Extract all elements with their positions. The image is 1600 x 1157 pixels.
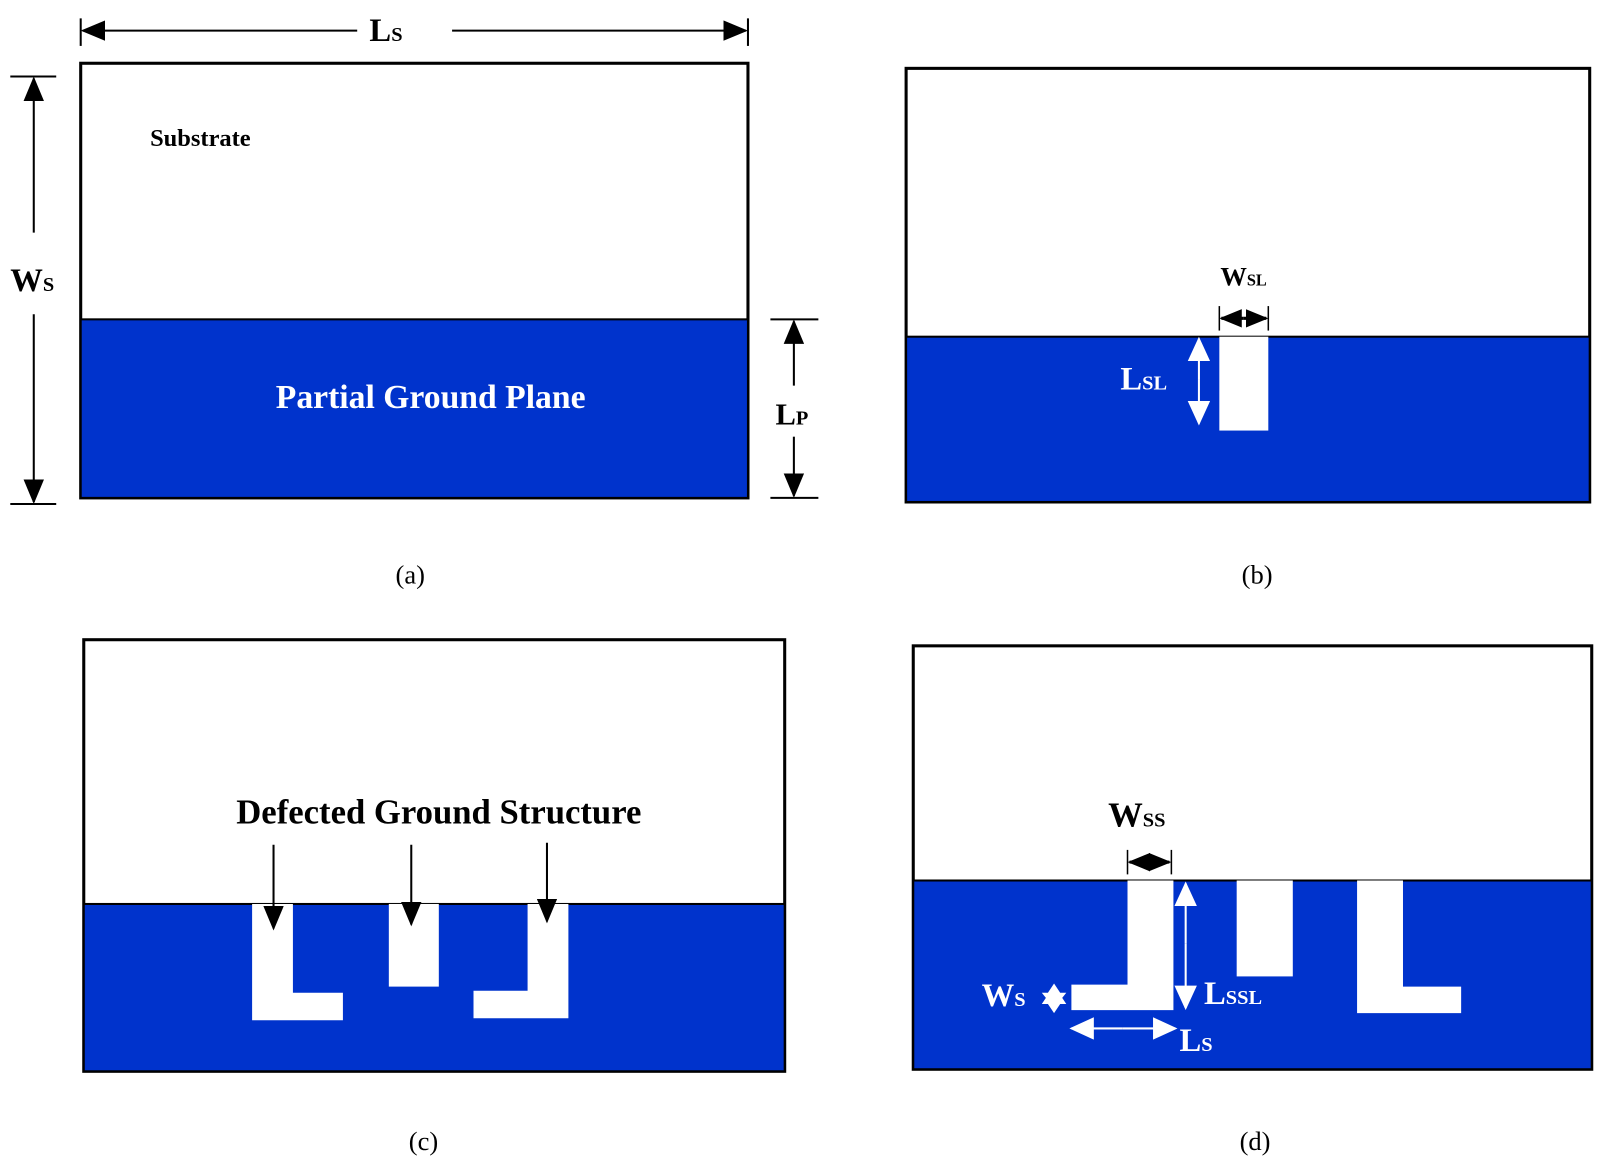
slot-middle: [1236, 880, 1293, 977]
lssl-label: LSSL: [1204, 976, 1262, 1012]
l-slot-left: [252, 903, 343, 1021]
panel-c: Defected Ground Structure (c): [82, 638, 787, 1156]
ground-label: Partial Ground Plane: [276, 379, 586, 416]
ls-label: LS: [369, 13, 402, 49]
ws-label: WS: [10, 263, 54, 299]
wsl-label: WSL: [1220, 262, 1267, 292]
substrate-label: Substrate: [150, 125, 251, 152]
wss-label: WSS: [1108, 795, 1165, 834]
l-slot-right: [473, 903, 569, 1019]
ws-star-icon: [1041, 983, 1067, 1014]
caption-a: (a): [396, 560, 425, 590]
ls-label: LS: [1180, 1023, 1213, 1059]
ws-label: WS: [982, 978, 1026, 1014]
panel-d: WSS LSSL WS LS (d): [911, 644, 1594, 1156]
caption-b: (b): [1242, 560, 1273, 590]
dgs-label: Defected Ground Structure: [236, 792, 641, 831]
slot: [1219, 336, 1269, 431]
caption-d: (d): [1240, 1126, 1271, 1156]
l-slot-left: [1071, 880, 1174, 1011]
lp-label: LP: [776, 397, 809, 431]
caption-c: (c): [409, 1126, 438, 1156]
partial-ground-plane: [79, 318, 749, 499]
slot-middle: [388, 903, 439, 987]
panel-b: WSL LSL (b): [904, 66, 1592, 590]
panel-a: Substrate Partial Ground Plane LS WS LP …: [10, 13, 819, 590]
lsl-label: LSL: [1120, 362, 1167, 398]
l-slot-right: [1357, 880, 1462, 1014]
